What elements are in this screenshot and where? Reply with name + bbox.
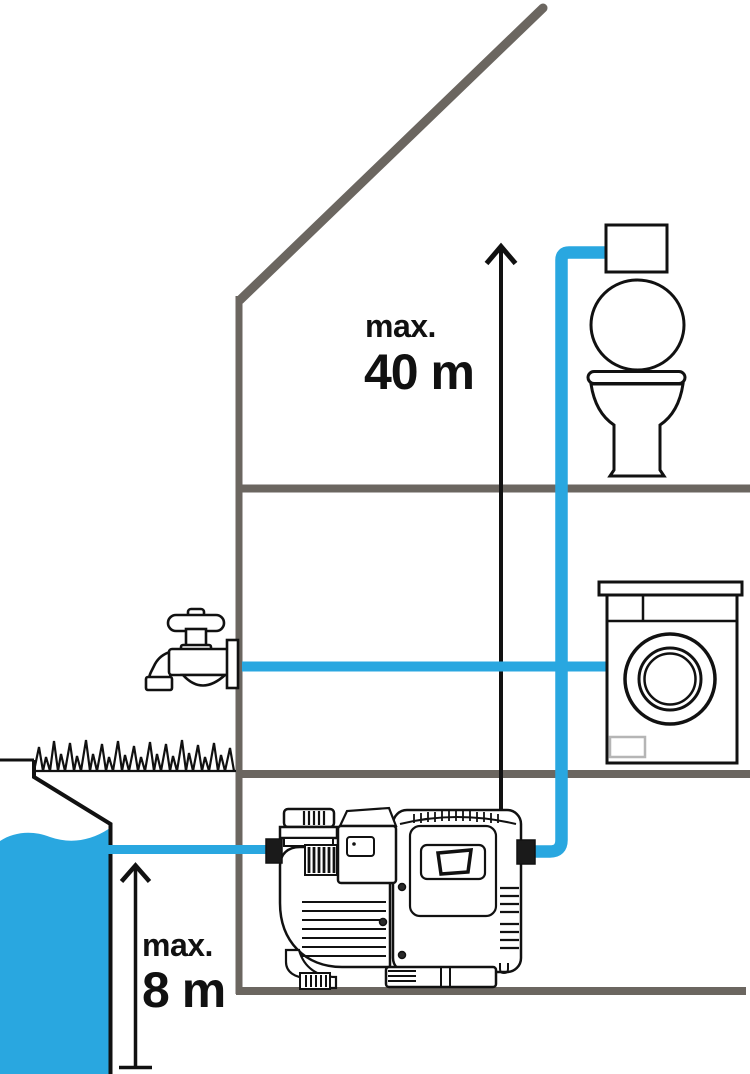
pump-casing-ribs [302,901,386,957]
well-water [0,829,109,1074]
pump-screws [378,882,407,960]
washer-door-glass [643,652,697,706]
pump-top-ribs [413,811,499,823]
domestic-water-pump [265,806,536,990]
washer-filter-hatch [608,735,647,759]
pump-coupling-ribs [307,847,336,873]
toilet-cistern [604,223,669,274]
toilet [586,223,687,478]
tap-wall-flange [225,638,240,690]
pump-base-details [388,967,451,987]
grass [32,739,236,772]
pump-foot-cap-ribs [305,975,327,987]
suction-height-label: max. 8 m [142,927,226,1018]
washing-machine [597,580,744,765]
arrow-40m-head [484,242,518,266]
delivery-head-value: 40 m [364,344,474,400]
water-tap [144,607,240,692]
toilet-seat [586,370,687,385]
arrow-8m-head [119,862,152,883]
house-structure [235,3,750,995]
toilet-lid [589,278,686,372]
pump-power-switch [436,848,474,876]
pump-mount-hook [499,963,509,975]
pressure-riser-pipe [534,246,607,858]
pump-midbox-dot [352,842,356,846]
pump-outlet-port [516,839,536,865]
water-pipes [92,246,611,858]
pump-inlet-port [265,838,283,864]
delivery-head-prefix: max. [365,308,436,344]
tap-body-bulge [180,673,229,687]
pump-filler-collar [278,825,339,840]
roof-line [235,3,548,305]
tap-body [167,647,231,677]
suction-height-value: 8 m [142,962,225,1018]
pump-midbox-window [346,836,375,857]
toilet-bowl [589,382,685,478]
depth-arrow-8m [119,862,152,1070]
delivery-head-label: max. 40 m [364,308,475,400]
tap-spout-cap [144,675,174,692]
suction-height-prefix: max. [142,927,213,963]
pump-midbox-top [338,806,398,828]
height-arrow-40m [484,242,518,815]
pump-cooling-fins [500,886,519,950]
pump-filler-cap-hatch [302,811,326,825]
washer-top-lid [597,580,744,597]
ground-and-well-pit [0,739,236,1074]
pump-top-rib-strip [399,816,517,825]
